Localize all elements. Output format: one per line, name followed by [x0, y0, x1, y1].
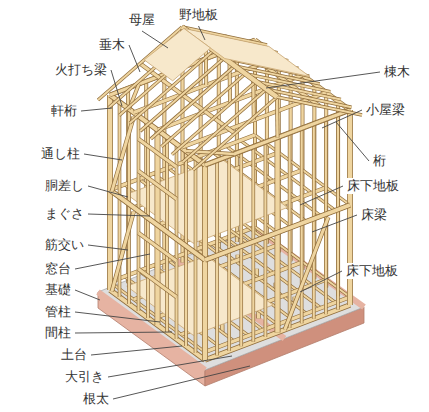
leader-line [75, 332, 172, 333]
leader-line [312, 215, 357, 232]
part-label: 床下地板 [345, 263, 399, 279]
timber [276, 97, 279, 138]
part-label: 管柱 [44, 304, 72, 320]
leader-line [300, 186, 343, 205]
timber-outline [202, 165, 208, 360]
timber-outline [139, 269, 177, 297]
timber [205, 205, 350, 260]
leader-line [84, 154, 122, 160]
leader-line [113, 366, 250, 399]
part-label: 床下地板 [346, 178, 400, 194]
roof-board [144, 28, 210, 80]
leader-line [88, 186, 128, 197]
timber-outline [139, 233, 177, 261]
timber-outline [182, 89, 266, 162]
leader-line [111, 70, 122, 106]
leader-line [75, 312, 160, 322]
leader-line [322, 110, 362, 128]
leader-line [336, 122, 369, 161]
timber-outline [285, 217, 329, 330]
part-label: 桁 [372, 153, 387, 169]
part-label: 垂木 [98, 37, 126, 53]
timber-outline [112, 117, 134, 192]
leader-line [88, 245, 128, 250]
part-label: 大引き [64, 369, 105, 385]
leader-line [142, 31, 168, 48]
timber-outline [139, 171, 177, 199]
leader-line [129, 45, 140, 72]
part-label: 軒桁 [50, 103, 78, 119]
timber [182, 89, 266, 162]
part-label: 間柱 [44, 325, 72, 341]
part-label: 窓台 [44, 261, 72, 277]
part-label: 筋交い [44, 237, 85, 253]
timber [277, 97, 362, 115]
timber-outline [205, 205, 350, 260]
leader-line [88, 214, 150, 216]
roof [98, 27, 362, 170]
part-label: 小屋梁 [365, 102, 406, 118]
leader-line [199, 26, 206, 40]
timber [139, 171, 177, 199]
part-label: 母屋 [128, 12, 156, 28]
part-label: 棟木 [383, 64, 411, 80]
leader-line [108, 356, 232, 377]
timber [193, 97, 277, 170]
part-label: 通し柱 [40, 146, 81, 162]
timber [112, 212, 134, 292]
timber [139, 233, 177, 261]
part-label: まぐさ [44, 206, 85, 222]
part-label: 根太 [82, 391, 110, 407]
leader-line [266, 72, 380, 88]
timber-outline [202, 165, 208, 360]
timber-outline [193, 97, 277, 170]
leader-line [300, 271, 342, 292]
timber-outline [112, 212, 134, 292]
timber [203, 165, 208, 360]
part-label: 火打ち梁 [54, 62, 108, 78]
leader-line [75, 254, 150, 269]
timber [172, 81, 256, 154]
leader-line [81, 108, 112, 111]
timber-outline [277, 97, 362, 115]
part-label: 野地板 [178, 7, 219, 23]
timber [203, 165, 208, 360]
timber [112, 117, 134, 192]
leader-line [91, 346, 182, 355]
timber [285, 217, 329, 330]
timber [139, 139, 177, 167]
timber-outline [172, 81, 256, 154]
part-label: 土台 [60, 347, 88, 363]
part-label: 床梁 [360, 207, 388, 223]
part-label: 基礎 [44, 282, 72, 298]
timber-outline [139, 139, 177, 167]
timber-outline [275, 97, 279, 138]
leader-line [75, 290, 100, 300]
part-label: 胴差し [44, 178, 85, 194]
timber [139, 269, 177, 297]
